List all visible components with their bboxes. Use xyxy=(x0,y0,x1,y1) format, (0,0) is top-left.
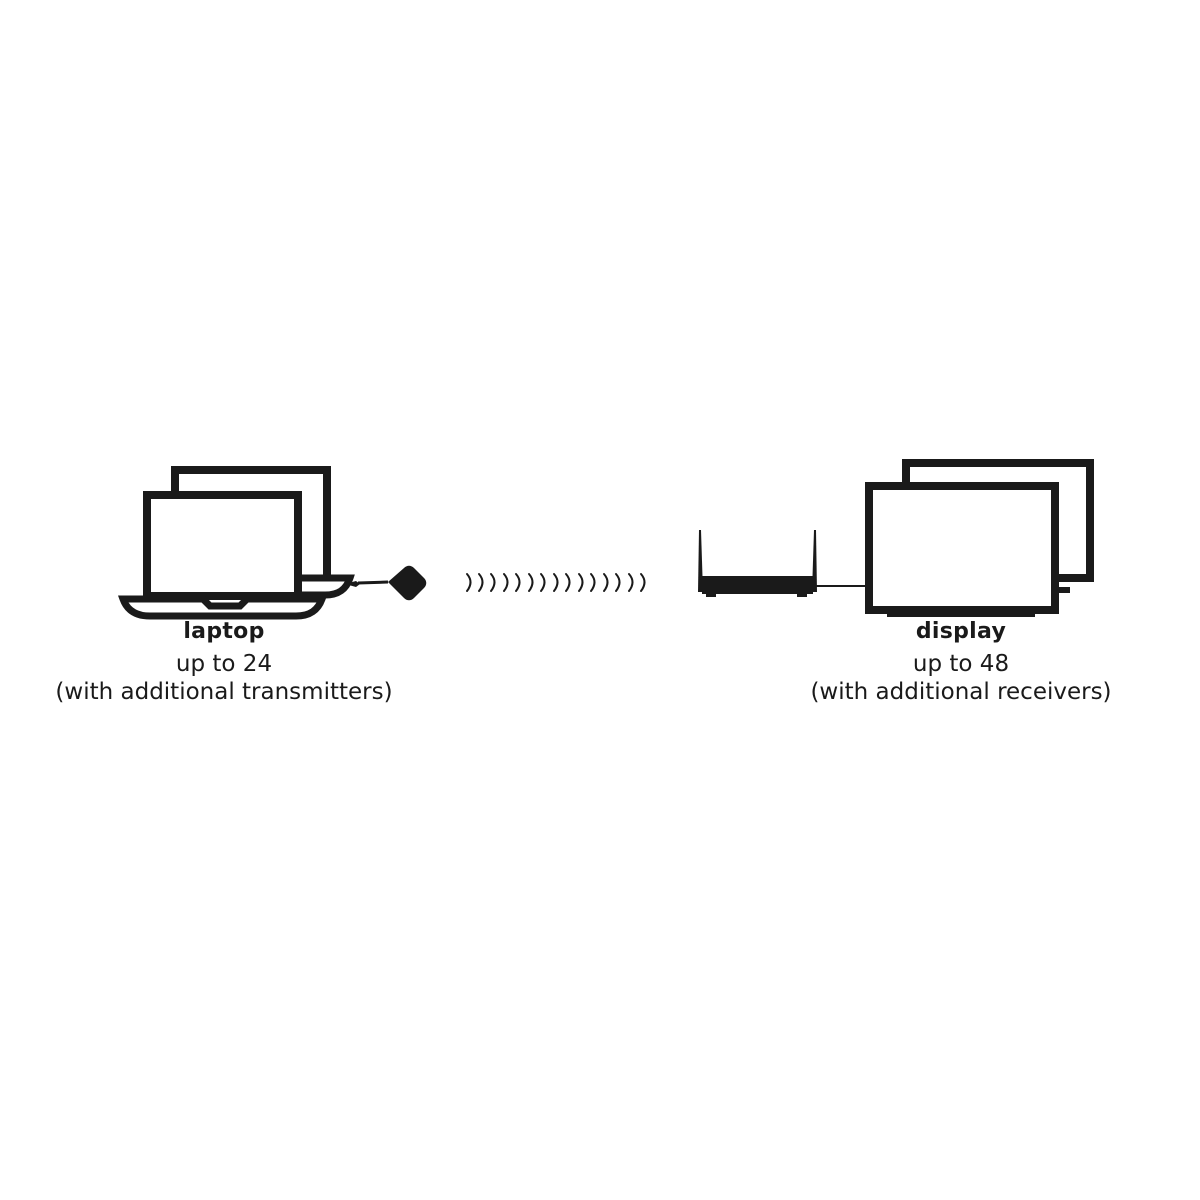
display-stack-icon xyxy=(865,459,1094,617)
display-title: display xyxy=(915,619,1007,644)
wireless-signal-icon xyxy=(466,573,646,592)
front-laptop-base xyxy=(118,595,327,620)
back-laptop-screen xyxy=(171,466,331,575)
display-count: up to 48 xyxy=(912,651,1010,678)
laptop-stack-icon xyxy=(118,466,355,620)
display-note: (with additional receivers) xyxy=(810,678,1112,705)
front-display-screen xyxy=(865,482,1059,614)
display-label: display up to 48 (with additional receiv… xyxy=(780,619,1142,707)
back-display-screen xyxy=(902,459,1094,582)
laptop-count: up to 24 xyxy=(175,651,273,678)
receiver-router-icon xyxy=(698,530,866,597)
back-display-stand xyxy=(1058,587,1070,593)
laptop-label: laptop up to 24 (with additional transmi… xyxy=(24,619,424,707)
front-display-stand xyxy=(887,609,1035,617)
transmitter-dongle-icon xyxy=(345,565,427,601)
laptop-title: laptop xyxy=(183,619,265,644)
laptop-note: (with additional transmitters) xyxy=(55,678,393,705)
back-laptop-base xyxy=(302,574,355,599)
front-laptop-screen xyxy=(143,491,302,600)
